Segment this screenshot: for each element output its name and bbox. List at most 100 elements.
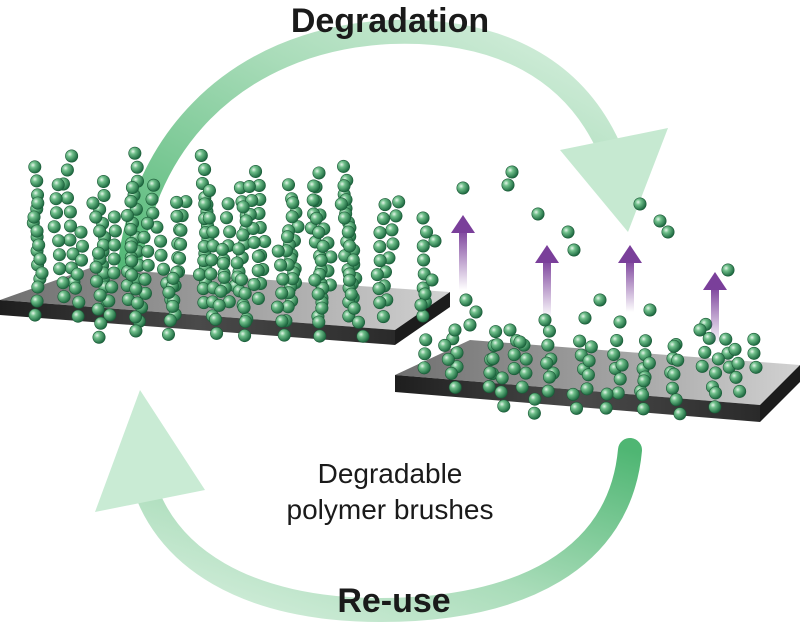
- polymer-bead: [540, 356, 554, 370]
- polymer-bead: [128, 146, 142, 160]
- release-arrows: [451, 215, 727, 345]
- polymer-bead: [341, 225, 355, 239]
- polymer-bead: [698, 345, 712, 359]
- polymer-bead: [108, 224, 122, 238]
- released-fragments: [414, 165, 735, 349]
- polymer-bead: [64, 219, 78, 233]
- reuse-title: Re-use: [337, 582, 451, 620]
- polymer-bead: [567, 243, 581, 257]
- polymer-bead: [97, 189, 111, 203]
- polymer-bead: [202, 184, 216, 198]
- polymer-bead: [52, 248, 66, 262]
- up-arrow-icon: [535, 245, 559, 318]
- polymer-bead: [338, 211, 352, 225]
- polymer-bead: [370, 268, 384, 282]
- polymer-bead: [124, 240, 138, 254]
- polymer-bead: [309, 211, 323, 225]
- polymer-bead: [611, 386, 625, 400]
- polymer-bead: [693, 323, 707, 337]
- polymer-bead: [372, 282, 386, 296]
- polymer-bead: [33, 252, 47, 266]
- polymer-bead: [600, 387, 614, 401]
- polymer-bead: [270, 300, 284, 314]
- polymer-bead: [238, 287, 252, 301]
- reuse-cycle-arrow: [95, 390, 642, 623]
- polymer-bead: [75, 253, 89, 267]
- polymer-bead: [124, 223, 138, 237]
- left-polymer-brushes: [26, 146, 434, 344]
- polymer-bead: [72, 295, 86, 309]
- polymer-bead: [389, 209, 403, 223]
- polymer-bead: [414, 298, 428, 312]
- polymer-bead: [637, 374, 651, 388]
- polymer-bead: [275, 314, 289, 328]
- polymer-bead: [661, 225, 675, 239]
- polymer-bead: [221, 197, 235, 211]
- polymer-bead: [448, 323, 462, 337]
- polymer-bead: [147, 178, 161, 192]
- polymer-bead: [356, 329, 370, 343]
- polymer-bead: [193, 268, 207, 282]
- polymer-bead: [486, 352, 500, 366]
- polymer-bead: [373, 254, 387, 268]
- polymer-chain: [669, 393, 687, 421]
- caption-line-2: polymer brushes: [286, 494, 494, 525]
- polymer-bead: [528, 392, 542, 406]
- polymer-bead: [128, 310, 142, 324]
- polymer-bead: [107, 238, 121, 252]
- polymer-bead: [667, 367, 681, 381]
- polymer-bead: [137, 230, 151, 244]
- polymer-bead: [63, 233, 77, 247]
- caption-line-1: Degradable: [317, 458, 463, 489]
- polymer-chain: [102, 210, 122, 322]
- polymer-bead: [103, 308, 117, 322]
- polymer-chain: [235, 273, 252, 343]
- polymer-bead: [92, 330, 106, 344]
- polymer-bead: [418, 287, 432, 301]
- up-arrow-icon: [618, 245, 642, 312]
- polymer-bead: [166, 299, 180, 313]
- polymer-bead: [482, 380, 496, 394]
- polymer-bead: [561, 225, 575, 239]
- polymer-bead: [306, 193, 320, 207]
- polymer-bead: [505, 165, 519, 179]
- polymer-bead: [53, 262, 67, 276]
- polymer-bead: [89, 210, 103, 224]
- caption: Degradable polymer brushes: [250, 456, 530, 528]
- polymer-bead: [307, 179, 321, 193]
- polymer-bead: [74, 225, 88, 239]
- polymer-bead: [459, 293, 473, 307]
- polymer-bead: [373, 226, 387, 240]
- polymer-bead: [417, 361, 431, 375]
- up-arrow-icon: [703, 272, 727, 345]
- polymer-bead: [490, 338, 504, 352]
- polymer-bead: [60, 191, 74, 205]
- polymer-chain: [308, 273, 329, 343]
- polymer-bead: [130, 296, 144, 310]
- polymer-bead: [507, 362, 521, 376]
- polymer-bead: [30, 294, 44, 308]
- polymer-bead: [277, 328, 291, 342]
- polymer-bead: [469, 305, 483, 319]
- polymer-bead: [417, 253, 431, 267]
- polymer-bead: [210, 326, 224, 340]
- polymer-chain: [540, 356, 557, 398]
- polymer-bead: [573, 334, 587, 348]
- polymer-bead: [636, 388, 650, 402]
- polymer-bead: [251, 264, 265, 278]
- polymer-bead: [31, 280, 45, 294]
- polymer-chain: [370, 198, 392, 324]
- degradation-title: Degradation: [290, 2, 490, 40]
- polymer-bead: [695, 359, 709, 373]
- polymer-bead: [286, 196, 300, 210]
- polymer-chain: [665, 339, 685, 395]
- polymer-bead: [636, 402, 650, 416]
- polymer-bead: [166, 271, 180, 285]
- polymer-bead: [378, 198, 392, 212]
- polymer-bead: [275, 286, 289, 300]
- polymer-bead: [377, 212, 391, 226]
- polymer-bead: [643, 303, 657, 317]
- polymer-bead: [60, 163, 74, 177]
- polymer-bead: [376, 310, 390, 324]
- polymer-bead: [70, 267, 84, 281]
